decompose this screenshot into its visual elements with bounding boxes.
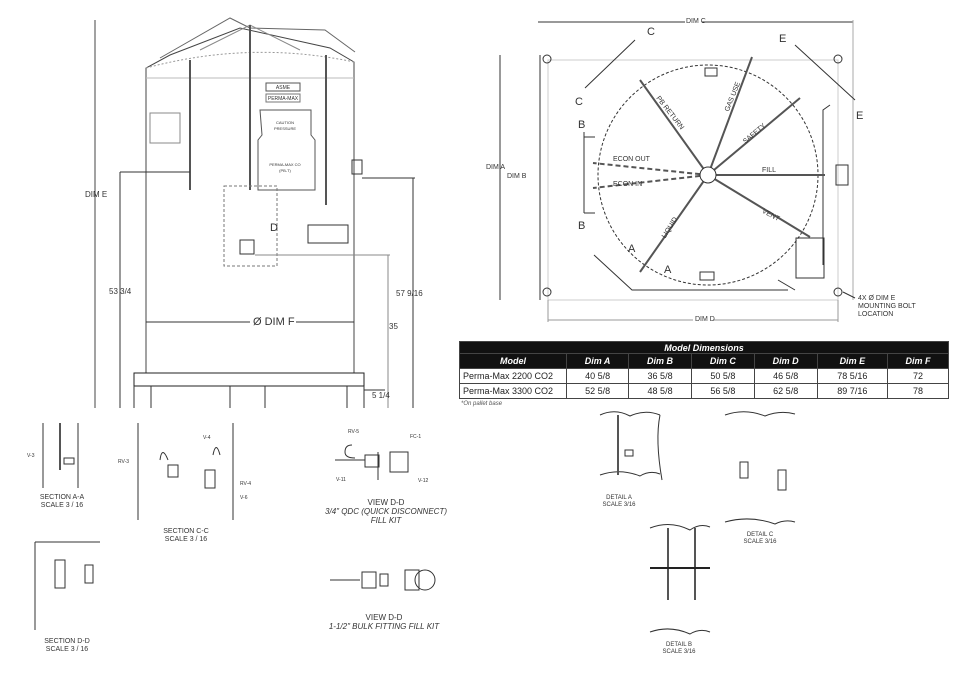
asme-plate: ASME [275, 85, 291, 91]
col-dim-c: Dim C [690, 353, 755, 369]
section-a-marker-right: A [664, 264, 672, 276]
bolt-callout-3: LOCATION [858, 311, 894, 318]
section-c-marker-top: C [647, 26, 655, 38]
part-fc1: FC-1 [410, 434, 422, 440]
econ-out-label: ECON OUT [613, 156, 650, 163]
part-rv3: RV-3 [118, 459, 130, 465]
cell: 78 [887, 383, 949, 399]
detail-b-title: DETAIL B [665, 642, 693, 648]
fill-label: FILL [762, 167, 777, 174]
dim-f-label: Ø DIM F [253, 316, 295, 328]
section-b-marker-bottom: B [578, 220, 586, 232]
detail-b-scale: SCALE 3/16 [662, 649, 696, 655]
cell: 46 5/8 [753, 368, 818, 384]
cell: 36 5/8 [628, 368, 692, 384]
econ-in-label: ECON IN [613, 181, 643, 188]
cell: 40 5/8 [565, 368, 630, 384]
detail-c-scale: SCALE 3/16 [743, 539, 777, 545]
part-rv4: RV-4 [240, 481, 252, 487]
section-aa-title: SECTION A-A [39, 494, 85, 501]
cell: 48 5/8 [628, 383, 692, 399]
col-dim-f: Dim F [887, 353, 949, 369]
cell-model: Perma-Max 2200 CO2 [459, 368, 567, 384]
section-a-marker-left: A [628, 243, 636, 255]
dim-5-label: 5 1/4 [372, 391, 390, 400]
cell: 56 5/8 [690, 383, 755, 399]
dim-35-label: 35 [389, 322, 398, 331]
section-e-marker-top: E [779, 33, 787, 45]
table-footnote: *On pallet base [461, 401, 503, 407]
dim-57-label: 57 9/16 [396, 289, 423, 298]
part-rv5: RV-5 [348, 429, 360, 435]
perma-plate: PERMA-MAX [267, 96, 299, 102]
dim-53-label: 53 3/4 [109, 287, 132, 296]
table-row: Perma-Max 2200 CO2 40 5/8 36 5/8 50 5/8 … [459, 368, 949, 384]
col-model: Model [459, 353, 567, 369]
cell: 78 5/16 [816, 368, 889, 384]
dim-d-label: DIM D [695, 316, 715, 323]
bolt-callout-1: 4X Ø DIM E [858, 295, 896, 302]
cell: 89 7/16 [816, 383, 889, 399]
view-dd-qdc-title: VIEW D-D [367, 498, 405, 507]
view-dd-bulk-subtitle: 1-1/2" BULK FITTING FILL KIT [328, 622, 440, 631]
part-v6: V-6 [240, 495, 248, 501]
section-c-marker-bottom: C [575, 96, 583, 108]
part-v11: V-11 [336, 477, 346, 483]
part-v4: V-4 [203, 435, 211, 441]
product-label-2: (PB-T) [279, 168, 291, 173]
table-title: Model Dimensions [459, 341, 949, 354]
cell: 50 5/8 [690, 368, 755, 384]
dim-b-label: DIM B [507, 173, 527, 180]
cell: 62 5/8 [753, 383, 818, 399]
section-cc-title: SECTION C-C [163, 528, 209, 535]
section-cc-scale: SCALE 3 / 16 [164, 536, 208, 543]
col-dim-b: Dim B [628, 353, 692, 369]
section-dd-title: SECTION D-D [44, 638, 90, 645]
section-dd-scale: SCALE 3 / 16 [45, 646, 89, 653]
detail-c-title: DETAIL C [746, 532, 774, 538]
caution-label-2: PRESSURE [273, 126, 297, 131]
view-dd-qdc-subtitle-2: FILL KIT [370, 516, 402, 525]
view-dd-bulk-title: VIEW D-D [365, 613, 403, 622]
section-e-marker-bottom: E [856, 110, 864, 122]
tank-elevation [94, 17, 415, 408]
col-dim-d: Dim D [753, 353, 818, 369]
part-v12: V-12 [418, 478, 429, 484]
tank-plan-view [499, 20, 856, 322]
caution-label-1: CAUTION [276, 120, 294, 125]
table-row: Perma-Max 3300 CO2 52 5/8 48 5/8 56 5/8 … [459, 383, 949, 399]
dim-a-label: DIM A [486, 164, 506, 171]
view-dd-qdc-subtitle: 3/4" QDC (QUICK DISCONNECT) [325, 507, 447, 516]
section-b-marker-top: B [578, 119, 586, 131]
section-views [34, 411, 796, 635]
dim-e-label: DIM E [85, 190, 108, 199]
cell: 52 5/8 [565, 383, 630, 399]
product-label-1: PERMA-MAX CO [269, 162, 301, 167]
cell: 72 [887, 368, 949, 384]
col-dim-e: Dim E [816, 353, 889, 369]
detail-a-scale: SCALE 3/16 [602, 502, 636, 508]
part-v3: V-3 [27, 453, 35, 459]
col-dim-a: Dim A [565, 353, 630, 369]
view-d-marker: D [270, 222, 278, 234]
model-dimensions-table: Model Dimensions Model Dim A Dim B Dim C… [459, 341, 949, 399]
bolt-callout-2: MOUNTING BOLT [858, 303, 916, 310]
cell-model: Perma-Max 3300 CO2 [459, 383, 567, 399]
dim-c-label: DIM C [686, 18, 706, 25]
detail-a-title: DETAIL A [606, 495, 632, 501]
section-aa-scale: SCALE 3 / 16 [40, 502, 84, 509]
